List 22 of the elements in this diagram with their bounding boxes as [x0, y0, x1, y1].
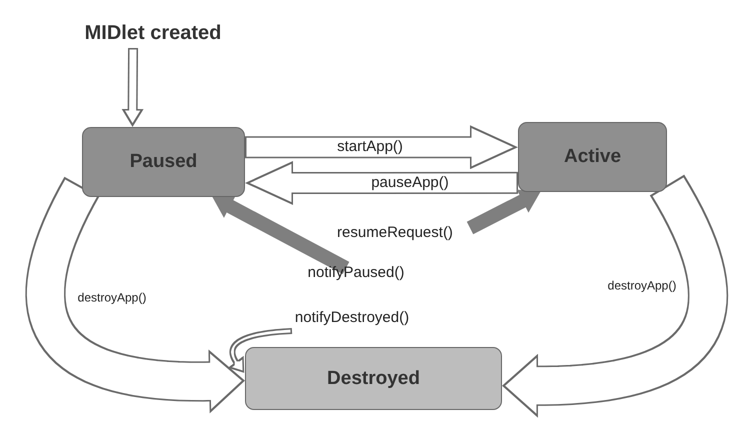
edge-label: pauseApp() [371, 174, 449, 192]
state-box [82, 127, 245, 197]
edge-label: destroyApp() [608, 279, 676, 293]
thick-arrow [25, 176, 246, 414]
solid-arrow [466, 190, 540, 234]
state-box [245, 347, 502, 410]
state-name: Destroyed [327, 368, 420, 390]
state-name: Active [564, 146, 622, 168]
block-arrow [245, 125, 518, 170]
state-name: MIDlet created [84, 22, 222, 44]
block-arrow [122, 48, 144, 127]
solid-arrow [212, 194, 350, 274]
edge-label: notifyDestroyed() [294, 310, 410, 326]
edge-label: startApp() [337, 138, 403, 156]
block-arrow [245, 160, 518, 205]
block-arrow [228, 328, 292, 373]
edge-label: resumeRequest() [337, 224, 453, 242]
edge-label: destroyApp() [78, 291, 146, 305]
edge-label: notifyPaused() [308, 264, 404, 282]
state-box [518, 122, 667, 192]
state-name: Paused [130, 151, 198, 173]
thick-arrow [502, 174, 728, 418]
